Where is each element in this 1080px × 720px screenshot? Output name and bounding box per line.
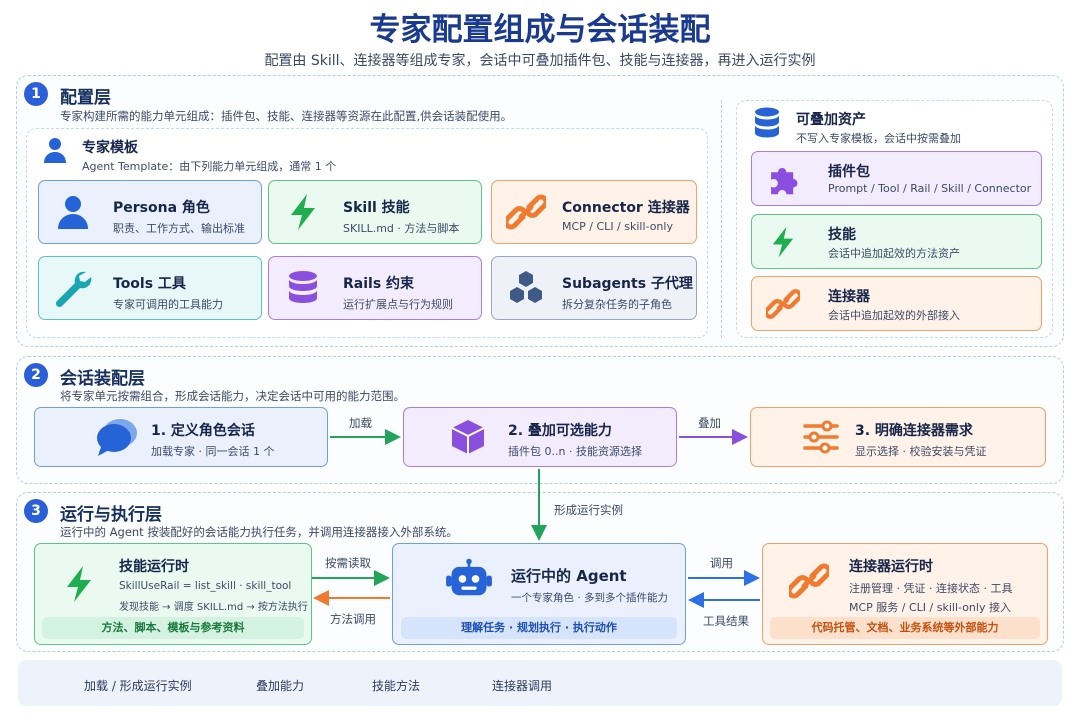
card-title: 连接器 <box>828 289 870 305</box>
arrow-label-method: 方法调用 <box>330 612 376 626</box>
agent-template-desc: Agent Template：由下列能力单元组成，通常 1 个 <box>82 160 337 173</box>
page-subtitle: 配置由 Skill、连接器等组成专家，会话中可叠加插件包、技能与连接器，再进入运… <box>264 53 816 69</box>
agent-desc: 一个专家角色 · 多到多个插件能力 <box>511 592 669 604</box>
step-connector-requirements[interactable]: 3. 明确连接器需求 显示选择 · 校验安装与凭证 <box>750 407 1046 467</box>
step-desc: 插件包 0..n · 技能资源选择 <box>508 445 642 458</box>
step-desc: 显示选择 · 校验安装与凭证 <box>855 445 987 458</box>
skill-runtime-line2: 发现技能 → 调度 SKILL.md → 按方法执行 <box>119 602 308 613</box>
section-3-desc: 运行中的 Agent 按装配好的会话能力执行任务，并调用连接器接入外部系统。 <box>60 525 458 539</box>
card-desc: 拆分复杂任务的子角色 <box>562 298 672 311</box>
hexagons-icon <box>510 271 542 303</box>
database-icon <box>289 271 317 303</box>
card-desc: 职责、工作方式、输出标准 <box>113 222 245 235</box>
lightning-icon <box>67 566 91 602</box>
section-3-number: 3 <box>24 499 48 523</box>
link-icon <box>506 194 546 230</box>
legend-label: 连接器调用 <box>492 679 553 693</box>
card-skill[interactable]: Skill 技能 SKILL.md · 方法与脚本 <box>268 180 482 244</box>
card-desc: MCP / CLI / skill-only <box>562 220 673 233</box>
card-desc: 会话中追加起效的外部接入 <box>828 309 960 322</box>
connector-runtime-title: 连接器运行时 <box>849 559 933 575</box>
step-title: 1. 定义角色会话 <box>151 423 255 439</box>
card-title: 技能 <box>828 227 856 243</box>
user-icon <box>44 138 66 163</box>
robot-icon <box>446 558 492 596</box>
database-icon <box>755 107 779 138</box>
stackable-assets-desc: 不写入专家模板，会话中按需叠加 <box>796 132 961 145</box>
section-1-title: 配置层 <box>60 88 111 108</box>
wrench-icon <box>55 271 92 308</box>
arrow-label-result: 工具结果 <box>703 614 749 628</box>
connector-runtime-line2: MCP 服务 / CLI / skill-only 接入 <box>849 601 1011 614</box>
step-desc: 加载专家 · 同一会话 1 个 <box>151 445 275 458</box>
card-title: Persona 角色 <box>113 200 210 216</box>
skill-runtime-strip: 方法、脚本、模板与参考资料 <box>42 617 304 639</box>
sliders-icon <box>803 420 839 454</box>
cube-icon <box>451 420 485 454</box>
arrow-label-call: 调用 <box>710 556 733 570</box>
legend-label: 技能方法 <box>372 679 421 693</box>
legend-label: 叠加能力 <box>256 679 305 693</box>
step-title: 3. 明确连接器需求 <box>855 423 973 439</box>
section-1-desc: 专家构建所需的能力单元组成：插件包、技能、连接器等资源在此配置,供会话装配使用。 <box>60 109 513 123</box>
card-title: Subagents 子代理 <box>562 276 693 292</box>
legend <box>18 660 1062 706</box>
card-connector[interactable]: Connector 连接器 MCP / CLI / skill-only <box>491 180 697 244</box>
agent-strip: 理解任务 · 规划执行 · 执行动作 <box>401 617 677 639</box>
section-3-title: 运行与执行层 <box>60 505 162 525</box>
link-icon <box>766 288 800 319</box>
arrow-label-stack: 叠加 <box>698 416 721 430</box>
card-title: Rails 约束 <box>343 276 415 292</box>
section-2-number: 2 <box>24 363 48 387</box>
card-stack-connector[interactable]: 连接器 会话中追加起效的外部接入 <box>751 276 1042 331</box>
running-agent-panel[interactable]: 运行中的 Agent 一个专家角色 · 多到多个插件能力 理解任务 · 规划执行… <box>392 543 686 645</box>
section-1-number: 1 <box>24 82 48 106</box>
connector-runtime-line1: 注册管理 · 凭证 · 连接状态 · 工具 <box>849 582 1013 595</box>
person-icon <box>58 196 88 229</box>
puzzle-icon <box>771 167 798 194</box>
agent-title: 运行中的 Agent <box>511 567 627 585</box>
card-persona[interactable]: Persona 角色 职责、工作方式、输出标准 <box>38 180 262 244</box>
step-title: 2. 叠加可选能力 <box>508 423 612 439</box>
card-plugin-pack[interactable]: 插件包 Prompt / Tool / Rail / Skill / Conne… <box>751 151 1042 206</box>
lightning-icon <box>291 194 315 230</box>
legend-label: 加载 / 形成运行实例 <box>84 679 192 693</box>
connector-runtime-panel[interactable]: 连接器运行时 注册管理 · 凭证 · 连接状态 · 工具 MCP 服务 / CL… <box>762 543 1048 645</box>
card-stack-skill[interactable]: 技能 会话中追加起效的方法资产 <box>751 214 1042 269</box>
arrow-label-read: 按需读取 <box>325 556 371 570</box>
card-rails[interactable]: Rails 约束 运行扩展点与行为规则 <box>268 256 482 320</box>
connector-runtime-strip: 代码托管、文档、业务系统等外部能力 <box>770 617 1040 639</box>
chat-icon <box>97 419 137 456</box>
lightning-icon <box>772 226 794 257</box>
card-title: Skill 技能 <box>343 200 410 216</box>
step-stack-optional[interactable]: 2. 叠加可选能力 插件包 0..n · 技能资源选择 <box>403 407 677 467</box>
card-title: Tools 工具 <box>113 276 186 292</box>
skill-runtime-line1: SkillUseRail = list_skill · skill_tool <box>119 580 292 592</box>
card-tools[interactable]: Tools 工具 专家可调用的工具能力 <box>38 256 262 320</box>
card-desc: 专家可调用的工具能力 <box>113 298 223 311</box>
card-title: Connector 连接器 <box>562 200 690 216</box>
agent-template-title: 专家模板 <box>82 140 138 156</box>
arrow-label-form-instance: 形成运行实例 <box>554 503 623 517</box>
card-desc: 会话中追加起效的方法资产 <box>828 247 960 260</box>
card-desc: Prompt / Tool / Rail / Skill / Connector <box>828 182 1032 195</box>
arrow-label-load: 加载 <box>349 416 372 430</box>
stackable-assets-title: 可叠加资产 <box>796 112 866 128</box>
card-desc: SKILL.md · 方法与脚本 <box>343 222 460 235</box>
section-2-desc: 将专家单元按需组合，形成会话能力，决定会话中可用的能力范围。 <box>60 389 405 403</box>
card-subagents[interactable]: Subagents 子代理 拆分复杂任务的子角色 <box>491 256 697 320</box>
skill-runtime-title: 技能运行时 <box>119 559 189 575</box>
card-title: 插件包 <box>828 164 870 180</box>
link-icon <box>789 563 829 599</box>
step-define-role-session[interactable]: 1. 定义角色会话 加载专家 · 同一会话 1 个 <box>34 407 328 467</box>
section-1-divider <box>721 100 722 338</box>
page-title: 专家配置组成与会话装配 <box>369 12 711 48</box>
card-desc: 运行扩展点与行为规则 <box>343 298 453 311</box>
skill-runtime-panel[interactable]: 技能运行时 SkillUseRail = list_skill · skill_… <box>34 543 312 645</box>
section-2-title: 会话装配层 <box>60 369 145 389</box>
